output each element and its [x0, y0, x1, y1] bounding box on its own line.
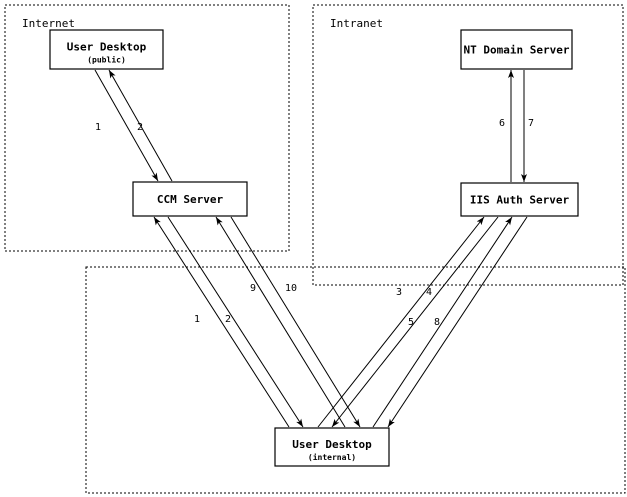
zone-internal [85, 266, 626, 494]
node-iis-auth-server[interactable]: IIS Auth Server [460, 182, 579, 217]
flow-line-flow-5 [372, 216, 513, 428]
node-box-user-desktop-public[interactable] [49, 29, 164, 70]
flow-step-labels: 1 2 6 7 1 2 9 10 3 4 5 8 [95, 118, 534, 328]
flow-line-flow-4 [331, 216, 499, 428]
node-title-user-desktop-internal: User Desktop [292, 438, 372, 451]
node-box-iis-auth-server[interactable] [460, 182, 579, 217]
node-ccm-server[interactable]: CCM Server [132, 181, 248, 217]
flow-step-label-flow-8: 8 [434, 317, 440, 328]
node-subtitle-user-desktop-public: (public) [87, 55, 126, 65]
zone-border-internet [4, 4, 290, 252]
flow-step-label-flow-5: 5 [408, 317, 414, 328]
flow-step-label-flow-10: 10 [285, 283, 297, 294]
flow-line-flow-3 [317, 216, 485, 428]
node-box-ccm-server[interactable] [132, 181, 248, 217]
zone-border-internal [85, 266, 626, 494]
zone-intranet: Intranet [312, 4, 624, 286]
flow-line-flow-9 [215, 216, 346, 428]
flow-arrows [94, 69, 528, 428]
flow-line-flow-1-public [94, 69, 159, 182]
flow-step-label-flow-2-public: 2 [137, 122, 143, 133]
flow-step-label-flow-7: 7 [528, 118, 534, 129]
zone-label-intranet: Intranet [330, 17, 383, 30]
node-title-iis-auth-server: IIS Auth Server [470, 194, 570, 207]
flow-step-label-flow-6: 6 [499, 118, 505, 129]
zone-internet: Internet [4, 4, 290, 252]
zone-boundaries: Internet Intranet [4, 4, 626, 494]
node-nt-domain-server[interactable]: NT Domain Server [460, 29, 573, 70]
flow-line-flow-2-internal [167, 216, 304, 428]
node-box-user-desktop-internal[interactable] [274, 427, 390, 467]
zone-label-internet: Internet [22, 17, 75, 30]
node-boxes: User Desktop(public)NT Domain ServerCCM … [49, 29, 579, 467]
node-user-desktop-internal[interactable]: User Desktop(internal) [274, 427, 390, 467]
flow-step-label-flow-1-internal: 1 [194, 314, 200, 325]
flow-step-label-flow-3: 3 [396, 287, 402, 298]
flow-line-flow-2-public [108, 69, 173, 182]
flow-step-label-flow-9: 9 [250, 283, 256, 294]
flow-line-flow-8 [387, 216, 528, 428]
flow-line-flow-1-internal [153, 216, 290, 428]
zone-border-intranet [312, 4, 624, 286]
flow-step-label-flow-2-internal: 2 [225, 314, 231, 325]
node-title-nt-domain-server: NT Domain Server [464, 44, 570, 57]
flow-step-label-flow-1-public: 1 [95, 122, 101, 133]
node-user-desktop-public[interactable]: User Desktop(public) [49, 29, 164, 70]
node-title-user-desktop-public: User Desktop [67, 41, 147, 54]
node-subtitle-user-desktop-internal: (internal) [308, 452, 356, 462]
node-title-ccm-server: CCM Server [157, 193, 224, 206]
flow-line-flow-10 [230, 216, 361, 428]
node-box-nt-domain-server[interactable] [460, 29, 573, 70]
flow-step-label-flow-4: 4 [426, 287, 432, 298]
